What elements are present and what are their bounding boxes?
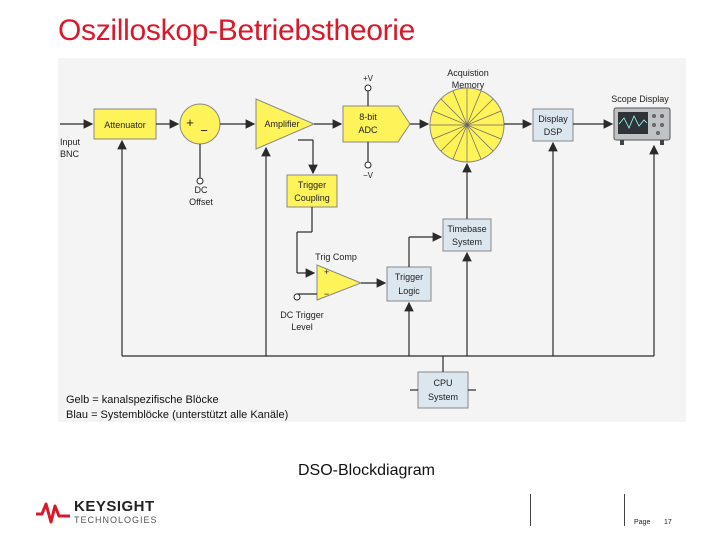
input-label-1: Input xyxy=(60,137,81,147)
adc-label-2: ADC xyxy=(358,125,378,135)
vplus-label: +V xyxy=(363,74,374,83)
scope-display-label: Scope Display xyxy=(611,94,669,104)
timebase-label-2: System xyxy=(452,237,482,247)
trigger-logic-label-1: Trigger xyxy=(395,272,423,282)
keysight-logo-icon xyxy=(36,502,70,524)
display-dsp-label-2: DSP xyxy=(544,127,563,137)
attenuator-label: Attenuator xyxy=(104,120,146,130)
brand-name: KEYSIGHT xyxy=(74,498,155,515)
footer-divider-1 xyxy=(530,494,531,526)
trigger-coupling-block xyxy=(286,174,338,208)
trigger-coupling-label-1: Trigger xyxy=(298,180,326,190)
page-label: Page xyxy=(634,519,651,526)
attenuator-block xyxy=(93,108,157,140)
footer-divider-2 xyxy=(624,494,625,526)
trigger-logic-label-2: Logic xyxy=(398,286,420,296)
summing-plus: + xyxy=(186,115,194,130)
input-label-2: BNC xyxy=(60,149,80,159)
trigger-coupling-label-2: Coupling xyxy=(294,193,330,203)
display-dsp-block xyxy=(532,108,574,142)
cpu-label-1: CPU xyxy=(433,378,452,388)
summing-minus: − xyxy=(200,123,208,138)
dc-trigger-level-2: Level xyxy=(291,322,313,332)
brand-tagline: TECHNOLOGIES xyxy=(74,515,158,525)
dc-offset-label-1: DC xyxy=(195,185,208,195)
memory-spokes xyxy=(430,88,504,162)
amplifier-label: Amplifier xyxy=(264,119,299,129)
trig-comp-label: Trig Comp xyxy=(315,252,357,262)
vminus-label: −V xyxy=(363,171,374,180)
cpu-label-2: System xyxy=(428,392,458,402)
legend: Gelb = kanalspezifische Blöcke Blau = Sy… xyxy=(66,393,288,423)
amplifier-block xyxy=(255,98,316,150)
trig-comp-block xyxy=(316,264,363,301)
dc-trigger-level-1: DC Trigger xyxy=(280,310,324,320)
timebase-block xyxy=(442,218,492,252)
legend-line-yellow: Gelb = kanalspezifische Blöcke xyxy=(66,394,219,406)
cpu-block xyxy=(417,371,469,409)
adc-label-1: 8-bit xyxy=(359,112,377,122)
dc-offset-label-2: Offset xyxy=(189,197,213,207)
acq-memory-label-1: Acquistion xyxy=(447,68,489,78)
slide-title: Oszilloskop-Betriebstheorie xyxy=(58,14,416,47)
legend-line-blue: Blau = Systemblöcke (unterstützt alle Ka… xyxy=(66,409,289,421)
page-number: 17 xyxy=(664,519,672,526)
display-dsp-label-1: Display xyxy=(538,114,568,124)
trig-comp-plus: + xyxy=(324,267,329,277)
diagram-caption: DSO-Blockdiagram xyxy=(298,462,435,479)
adc-block xyxy=(342,105,411,143)
timebase-label-1: Timebase xyxy=(447,224,486,234)
acq-memory-label-2: Memory xyxy=(452,80,485,90)
scope-display-icon xyxy=(613,107,671,145)
trig-comp-minus: − xyxy=(324,289,329,299)
